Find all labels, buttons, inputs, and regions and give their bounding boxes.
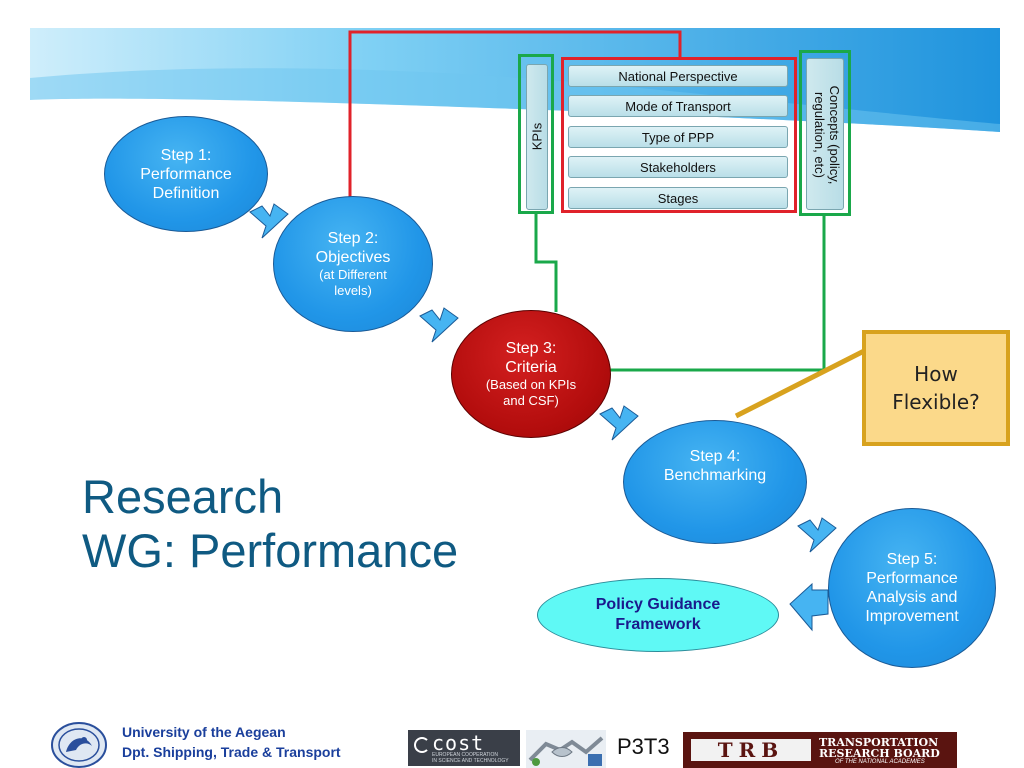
flow-arrow-icon bbox=[419, 307, 459, 343]
trb-logo: TRB TRANSPORTATION RESEARCH BOARD OF THE… bbox=[683, 732, 957, 768]
policy-guidance-framework: Policy Guidance Framework bbox=[537, 578, 779, 652]
kpis-label: KPIs bbox=[529, 122, 545, 151]
flow-arrow-icon bbox=[789, 582, 829, 632]
concepts-label: Concepts (policy, regulation, etc) bbox=[812, 85, 842, 185]
flow-arrow-icon bbox=[797, 517, 837, 553]
step-5-performance-analysis: Step 5: Performance Analysis and Improve… bbox=[828, 508, 996, 668]
criteria-group-frame bbox=[561, 57, 797, 213]
step-2-objectives: Step 2: Objectives (at Different levels) bbox=[273, 196, 433, 332]
criteria-box-type-of-ppp: Type of PPP bbox=[568, 126, 788, 148]
concepts-frame bbox=[799, 50, 851, 216]
step-4-benchmarking: Step 4: Benchmarking bbox=[623, 420, 807, 544]
flow-arrow-icon bbox=[599, 405, 639, 441]
university-seal-icon bbox=[51, 722, 107, 768]
concepts-box bbox=[806, 58, 844, 210]
step-1-performance-definition: Step 1: Performance Definition bbox=[104, 116, 268, 232]
how-flexible-callout: How Flexible? bbox=[862, 330, 1010, 446]
criteria-box-mode-of-transport: Mode of Transport bbox=[568, 95, 788, 117]
handshake-icon bbox=[526, 730, 606, 768]
university-name: University of the Aegean Dpt. Shipping, … bbox=[122, 724, 341, 760]
criteria-box-national-perspective: National Perspective bbox=[568, 65, 788, 87]
step-3-criteria: Step 3: Criteria (Based on KPIs and CSF) bbox=[451, 310, 611, 438]
criteria-box-stakeholders: Stakeholders bbox=[568, 156, 788, 178]
p3t3-label: P3T3 bbox=[617, 734, 670, 759]
criteria-box-stages: Stages bbox=[568, 187, 788, 209]
slide-title: Research WG: Performance bbox=[82, 470, 459, 577]
cost-ring-icon bbox=[414, 737, 430, 753]
kpis-frame bbox=[518, 54, 554, 214]
cost-logo: cost EUROPEAN COOPERATION IN SCIENCE AND… bbox=[408, 730, 520, 766]
kpis-box bbox=[526, 64, 548, 210]
